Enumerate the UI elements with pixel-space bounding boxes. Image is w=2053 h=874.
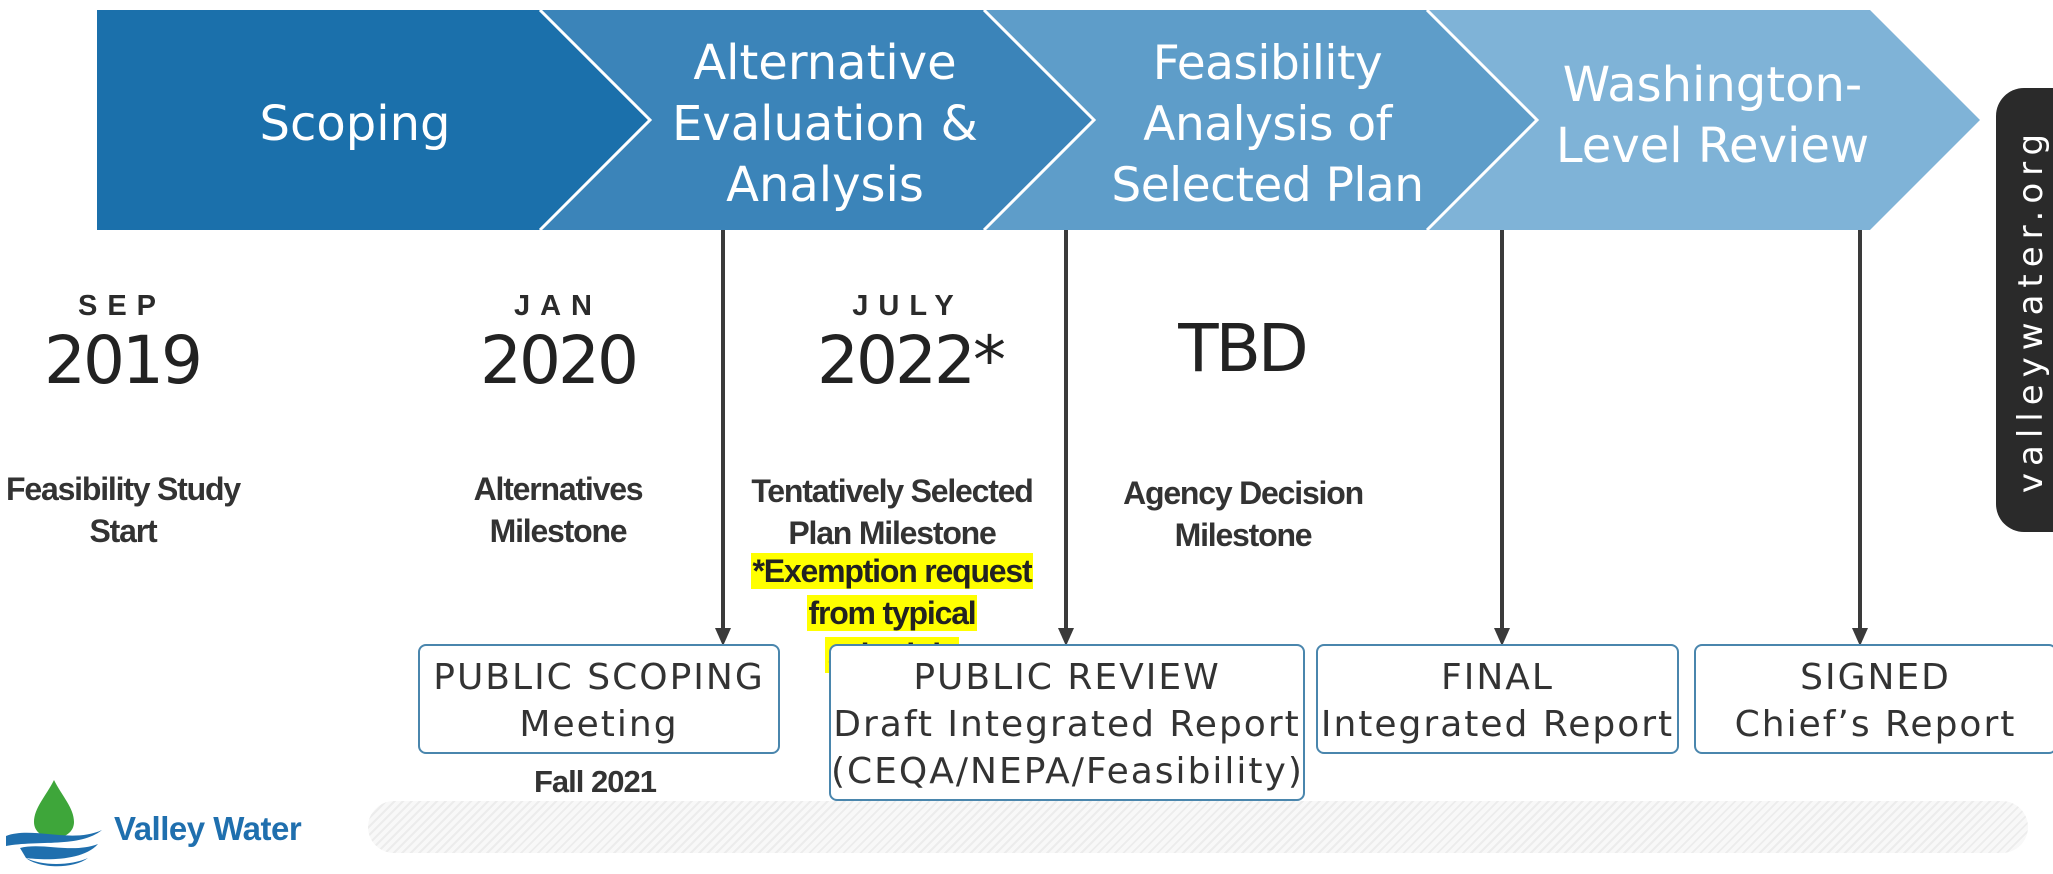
exemption-note-line-1: *Exemption request: [750, 553, 1034, 589]
event-final-report: FINAL Integrated Report: [1316, 644, 1679, 754]
website-side-tab[interactable]: valleywater.org: [1996, 88, 2053, 532]
phase-chevron-scoping: [97, 10, 650, 230]
event-title-public-review: PUBLIC REVIEW: [913, 657, 1221, 698]
event-line-public-review-2: (CEQA/NEPA/Feasibility): [831, 751, 1304, 792]
event-signed-report: SIGNED Chief’s Report: [1694, 644, 2053, 754]
milestone-year-1: 2019: [44, 322, 203, 399]
milestone-label-3: Tentatively Selected Plan Milestone: [751, 473, 1034, 551]
event-title-public-scoping: PUBLIC SCOPING: [433, 657, 765, 698]
milestone-year-4: TBD: [1178, 310, 1308, 387]
phase-label-alternative-evaluation: Alternative Evaluation & Analysis: [672, 34, 978, 213]
event-line-signed: Chief’s Report: [1734, 704, 2017, 745]
phase-chevron-feasibility-analysis: [984, 10, 1537, 230]
event-title-signed: SIGNED: [1800, 657, 1951, 698]
timeline-band: [368, 801, 2028, 853]
valley-water-logo: Valley Water: [2, 778, 342, 869]
phase-chevron-alternative-evaluation: [540, 10, 1094, 230]
milestone-label-2: Alternatives Milestone: [473, 471, 644, 549]
event-public-review: PUBLIC REVIEW Draft Integrated Report (C…: [829, 644, 1305, 801]
phase-chevron-washington-review: [1427, 10, 1980, 230]
milestone-month-2: JAN: [513, 290, 602, 322]
event-line-public-scoping: Meeting: [519, 704, 679, 745]
logo-text: Valley Water: [114, 810, 302, 847]
phase-label-scoping: Scoping: [259, 95, 451, 152]
event-title-final: FINAL: [1441, 657, 1554, 698]
water-drop-logo-icon: [6, 780, 102, 867]
event-line-public-review-1: Draft Integrated Report: [833, 704, 1301, 745]
website-url: valleywater.org: [2011, 126, 2051, 494]
event-sub-public-scoping: Fall 2021: [534, 764, 657, 799]
milestone-label-4: Agency Decision Milestone: [1123, 475, 1364, 553]
milestone-label-1: Feasibility Study Start: [6, 471, 241, 549]
milestone-year-3: 2022*: [817, 322, 1006, 399]
milestone-month-1: SEP: [77, 290, 167, 322]
milestone-month-3: JULY: [852, 290, 964, 322]
event-line-final: Integrated Report: [1320, 704, 1675, 745]
event-public-scoping: PUBLIC SCOPING Meeting: [418, 644, 780, 754]
phase-label-feasibility-analysis: Feasibility Analysis of Selected Plan: [1111, 35, 1424, 213]
phase-label-washington-review: Washington- Level Review: [1555, 57, 1870, 174]
phase-chevrons: [97, 8, 1980, 232]
milestone-year-2: 2020: [480, 322, 639, 399]
